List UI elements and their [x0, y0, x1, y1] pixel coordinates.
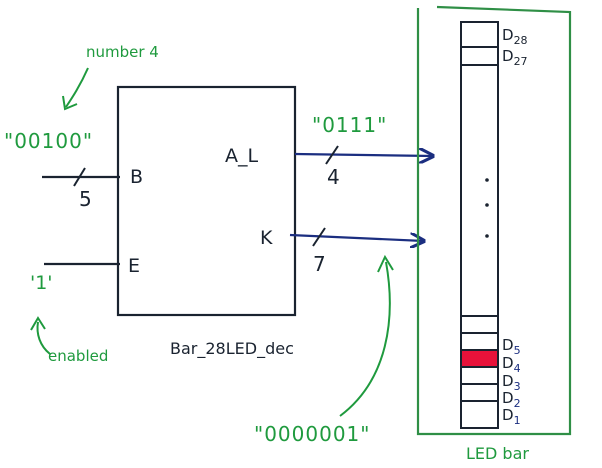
output-al-value: "0111": [312, 113, 387, 137]
led-label-d2: D2: [502, 389, 521, 410]
led-ellipsis: [485, 178, 489, 238]
input-b-note-arrowhead: [62, 95, 78, 111]
port-e-label: E: [128, 255, 140, 277]
input-b-note: number 4: [86, 43, 159, 61]
output-k-value-arrowhead: [377, 254, 394, 273]
port-k-label: K: [260, 227, 273, 249]
input-b-value: "00100": [4, 129, 93, 153]
input-b-bus-slash: [73, 167, 86, 187]
led-label-d5: D5: [502, 336, 521, 357]
decoder-name: Bar_28LED_dec: [170, 339, 294, 359]
input-b-note-arrow: [65, 67, 89, 108]
input-e-note-arrow: [36, 321, 51, 355]
input-b-width: 5: [79, 187, 92, 211]
lit-led-d4: [462, 351, 497, 366]
output-k-value: "0000001": [254, 422, 370, 446]
output-k-bus-slash: [312, 227, 326, 247]
input-e-note-arrowhead: [30, 316, 46, 331]
output-al-width: 4: [327, 165, 340, 189]
output-k-wire: [289, 235, 424, 241]
output-k-width: 7: [313, 252, 326, 276]
port-b-label: B: [130, 166, 143, 188]
led-bar-panel: [416, 5, 572, 436]
led-segment-lines: [461, 46, 498, 402]
input-e-value: '1': [30, 272, 53, 294]
port-al-label: A_L: [225, 145, 258, 167]
output-al-bus-slash: [325, 145, 339, 165]
led-label-d3: D3: [502, 372, 521, 393]
output-al-wire: [294, 154, 433, 156]
output-k-value-arrow: [339, 261, 391, 417]
input-e-note: enabled: [48, 347, 108, 365]
led-label-d27: D27: [502, 47, 528, 68]
led-label-d28: D28: [502, 26, 528, 47]
decoder-block: [116, 85, 297, 317]
led-bar-caption: LED bar: [466, 444, 529, 463]
led-label-d1: D1: [502, 406, 521, 427]
led-label-d4: D4: [502, 354, 521, 375]
